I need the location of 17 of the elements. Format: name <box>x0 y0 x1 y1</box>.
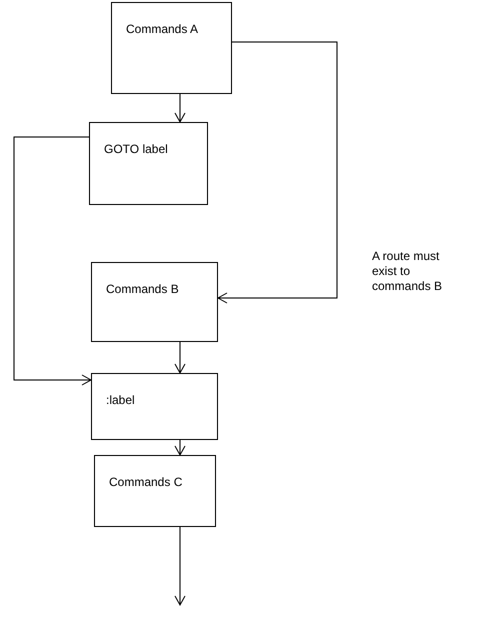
arrow <box>174 440 186 456</box>
arrow <box>174 526 186 606</box>
process-box <box>91 373 218 440</box>
box-label: Commands A <box>126 22 198 36</box>
box-label: :label <box>106 393 135 407</box>
box-label: Commands C <box>109 475 182 489</box>
arrow <box>14 136 92 386</box>
process-box <box>94 455 216 527</box>
process-box <box>89 122 208 205</box>
arrow <box>218 42 338 304</box>
process-box <box>91 262 218 342</box>
note-text: A route must exist to commands B <box>372 249 444 294</box>
process-box <box>111 2 232 94</box>
box-label: Commands B <box>106 282 179 296</box>
box-label: GOTO label <box>104 142 168 156</box>
arrow <box>174 342 186 374</box>
arrow <box>174 94 186 122</box>
